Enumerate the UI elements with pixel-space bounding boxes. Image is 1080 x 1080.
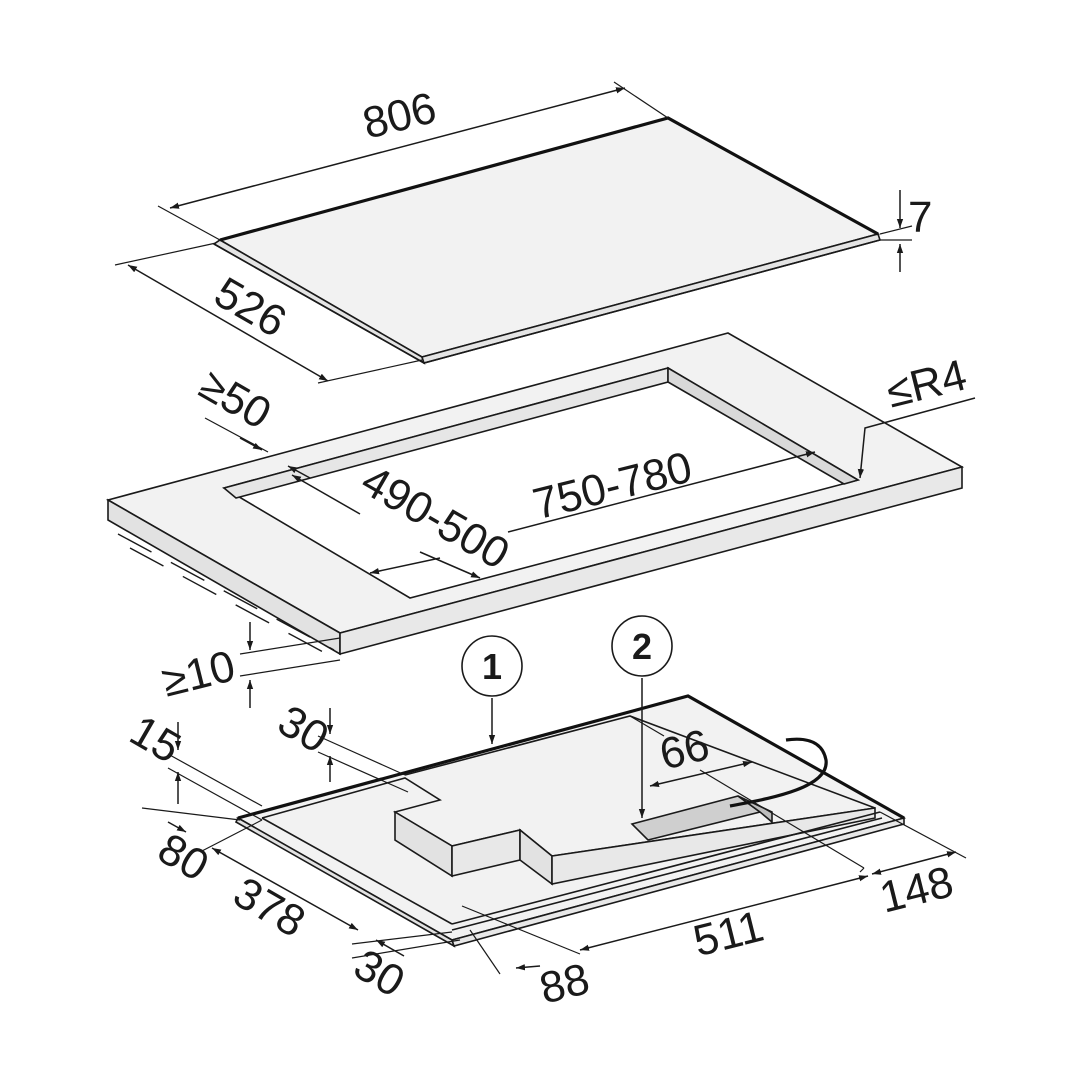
- housing-base-back-edge: [237, 694, 905, 820]
- label-step-30-top: 30: [270, 696, 337, 763]
- label-border-min: ≥50: [191, 360, 279, 439]
- power-cable: [729, 737, 828, 808]
- hob-glass-plate: [212, 116, 882, 365]
- dim-right-148: 148: [859, 811, 967, 923]
- hob-housing: [234, 694, 907, 948]
- worktop-hidden-line-1: [117, 533, 335, 651]
- label-housing-15: 15: [122, 706, 189, 773]
- callout-1-number: 1: [482, 646, 502, 687]
- label-806: 806: [358, 83, 441, 148]
- worktop-hidden-line-2: [129, 547, 339, 661]
- label-radius: ≤R4: [882, 350, 972, 417]
- label-housing-66: 66: [655, 720, 714, 779]
- dim-hob-thickness: 7: [879, 190, 932, 272]
- label-front-378: 378: [225, 868, 313, 947]
- label-front-88: 88: [535, 954, 594, 1013]
- callout-2: 2: [611, 615, 673, 818]
- worktop: [105, 332, 965, 661]
- dim-housing-15: 15: [122, 706, 263, 821]
- worktop-right-face: [339, 465, 963, 656]
- label-7: 7: [908, 193, 932, 242]
- label-cutout-depth: 490-500: [353, 456, 517, 579]
- glass-top-face: [217, 117, 881, 358]
- label-clearance: ≥10: [157, 641, 240, 706]
- label-cutout-width: 750-780: [528, 443, 697, 530]
- label-right-148: 148: [875, 857, 958, 922]
- label-depth-511: 511: [689, 902, 769, 967]
- dim-housing-66: 66: [629, 715, 865, 869]
- callout-2-number: 2: [632, 626, 652, 667]
- label-front-80: 80: [150, 824, 217, 891]
- callout-1: 1: [461, 635, 523, 744]
